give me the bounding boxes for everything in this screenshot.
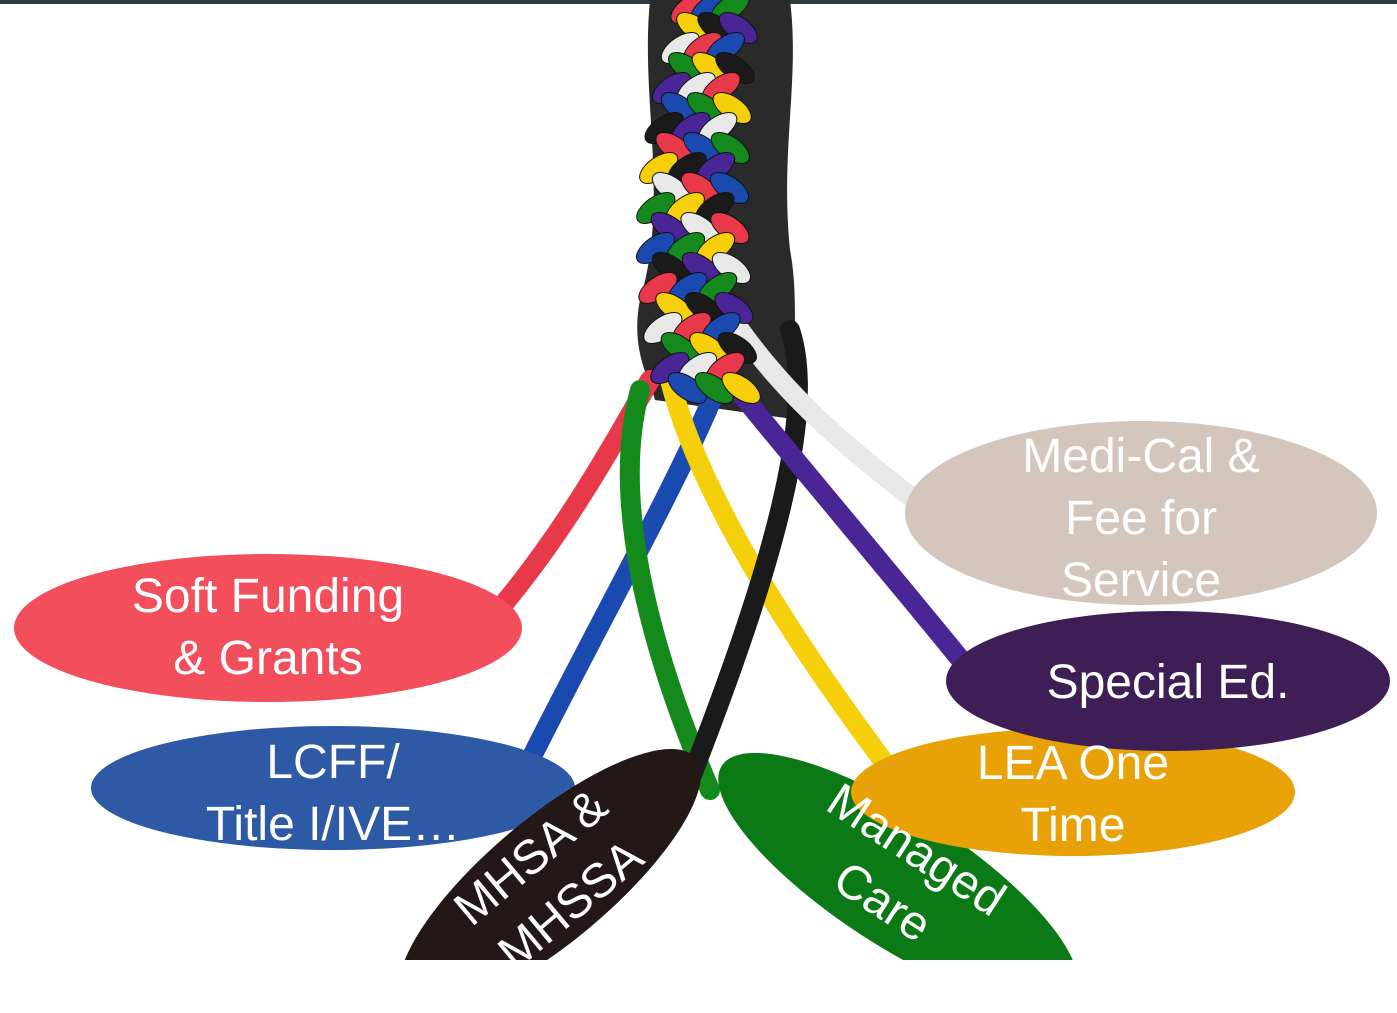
oval-lea-one-time (851, 728, 1295, 856)
oval-medi-cal (905, 421, 1377, 605)
braid-knot (694, 371, 734, 405)
label-line: LCFF/ (266, 736, 400, 789)
braid-knots (635, 0, 761, 405)
braid-illustration (480, 0, 975, 800)
oval-layer (14, 421, 1390, 960)
label-line: LEA One (976, 737, 1170, 790)
green-strand (619, 380, 720, 800)
oval-lcff (91, 726, 575, 850)
oval-special-ed (946, 611, 1390, 751)
label-line: Time (1020, 799, 1126, 852)
label-soft-funding: Soft Funding & Grants (68, 566, 468, 690)
braid-knot (721, 371, 761, 405)
label-line: Special Ed. (1046, 656, 1290, 709)
label-special-ed: Special Ed. (1018, 652, 1318, 714)
label-line: Title I/IVE… (205, 798, 461, 851)
white-strand (730, 320, 925, 510)
label-lcff: LCFF/ Title I/IVE… (133, 732, 533, 856)
label-line: Medi-Cal & (1022, 430, 1260, 483)
label-line: Service (1060, 554, 1222, 607)
oval-soft-funding (14, 554, 522, 702)
label-line: Soft Funding (131, 570, 405, 623)
oval-mhsa (399, 748, 701, 960)
black-strand (680, 320, 808, 790)
braid-knot (667, 371, 707, 405)
oval-managed-care (718, 752, 1078, 960)
label-line: Fee for (1064, 492, 1218, 545)
label-line: & Grants (173, 632, 363, 685)
label-lea-one-time: LEA One Time (923, 733, 1223, 857)
label-medi-cal: Medi-Cal & Fee for Service (981, 426, 1301, 612)
